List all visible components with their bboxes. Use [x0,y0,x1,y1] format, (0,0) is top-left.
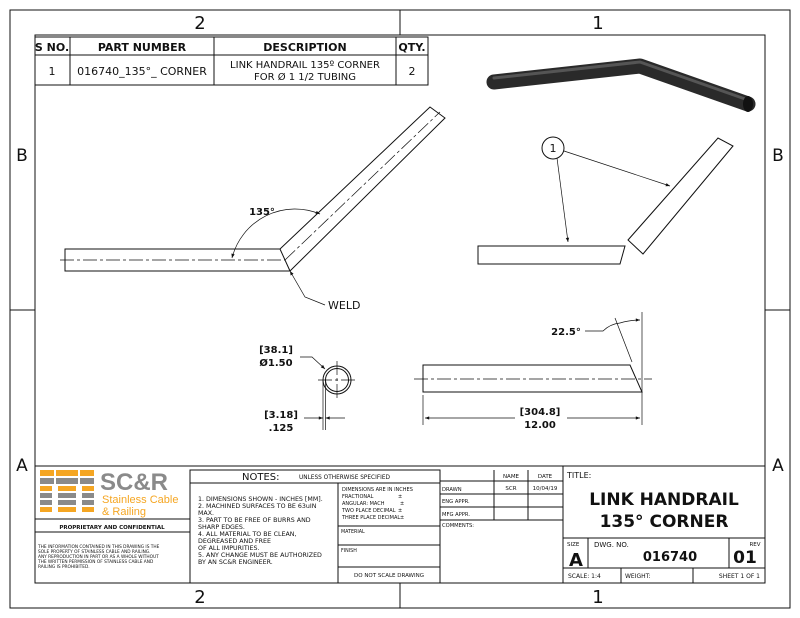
do-not-scale: DO NOT SCALE DRAWING [354,573,424,579]
notes-heading: NOTES: [242,472,280,483]
rev-value: 01 [733,548,757,568]
diameter-in: Ø1.50 [259,357,292,369]
approvals-table: NAME DATE DRAWN SCR 10/04/19 ENG APPR. M… [439,470,563,583]
bom-cell-qty: 2 [409,65,416,78]
logo-line2: & Railing [102,506,146,518]
bom-header-part-number: PART NUMBER [98,41,187,54]
company-logo: SC&R Stainless Cable & Railing [40,469,178,518]
svg-text:ENG APPR.: ENG APPR. [442,499,470,505]
wall-in: .125 [269,423,294,434]
zone-right-b: B [772,146,784,166]
cut-angle-label: 22.5° [551,327,581,338]
wall-mm: [3.18] [264,410,298,421]
size-value: A [569,550,583,571]
length-in: 12.00 [524,420,556,431]
dwg-no-value: 016740 [643,550,697,565]
svg-text:THREE PLACE DECIMAL: THREE PLACE DECIMAL [341,515,400,521]
svg-text:±: ± [400,501,404,507]
zone-left-a: A [16,456,28,476]
front-view: 135° WELD [60,106,446,312]
proprietary-heading: PROPRIETARY AND CONFIDENTIAL [59,525,165,531]
zone-left-b: B [16,146,28,166]
svg-text:10/04/19: 10/04/19 [533,486,558,492]
svg-text:SHARP EDGES.: SHARP EDGES. [198,524,245,531]
svg-text:3. PART TO BE FREE OF BURRS AN: 3. PART TO BE FREE OF BURRS AND [198,517,311,524]
scale: SCALE: 1:4 [568,573,601,580]
svg-text:NAME: NAME [503,474,520,480]
zone-right-a: A [772,456,784,476]
svg-text:THE INFORMATION CONTAINED IN T: THE INFORMATION CONTAINED IN THIS DRAWIN… [37,544,160,550]
bom-header-description: DESCRIPTION [263,41,346,54]
zone-top-2: 2 [194,13,205,34]
section-view: [38.1] Ø1.50 [3.18] .125 [259,345,356,434]
zone-bottom-1: 1 [592,587,603,608]
svg-text:RAILING IS PROHIBITED.: RAILING IS PROHIBITED. [38,564,90,570]
length-mm: [304.8] [520,407,561,418]
sheet-number: SHEET 1 OF 1 [719,573,760,580]
svg-text:SCR: SCR [505,486,516,492]
svg-text:DIMENSIONS ARE IN INCHES: DIMENSIONS ARE IN INCHES [342,487,413,493]
svg-text:COMMENTS:: COMMENTS: [442,523,474,529]
svg-text:±: ± [400,515,404,521]
svg-text:TWO PLACE DECIMAL: TWO PLACE DECIMAL [341,508,396,514]
title-label: TITLE: [566,471,591,480]
svg-text:SOLE PROPERTY OF STAINLESS CAB: SOLE PROPERTY OF STAINLESS CABLE AND RAI… [38,549,151,555]
svg-text:4. ALL MATERIAL TO BE CLEAN,: 4. ALL MATERIAL TO BE CLEAN, [198,531,296,538]
bom-cell-sno: 1 [49,65,56,78]
side-view: [304.8] 12.00 22.5° [414,312,652,431]
title-block: SC&R Stainless Cable & Railing PROPRIETA… [35,465,765,584]
balloon-number: 1 [550,142,557,155]
svg-text:ANY REPRODUCTION IN PART OR AS: ANY REPRODUCTION IN PART OR AS A WHOLE W… [38,554,159,560]
svg-text:MFG APPR.: MFG APPR. [442,512,470,518]
zone-dividers [10,10,790,608]
material-label: MATERIAL [341,529,365,535]
proprietary-text: THE INFORMATION CONTAINED IN THIS DRAWIN… [37,544,160,570]
svg-text:BY AN SC&R ENGINEER.: BY AN SC&R ENGINEER. [198,559,273,566]
rev-label: REV [749,542,760,548]
svg-text:DRAWN: DRAWN [442,487,462,493]
bom-header-qty: QTY. [398,41,425,54]
logo-brand: SC&R [100,469,168,496]
svg-text:DEGREASED AND FREE: DEGREASED AND FREE [198,538,271,545]
bom-cell-part-number: 016740_135°_ CORNER [77,65,207,78]
isometric-view [486,58,756,112]
svg-text:DATE: DATE [538,474,553,480]
zone-top-1: 1 [592,13,603,34]
bill-of-materials: S NO. PART NUMBER DESCRIPTION QTY. 1 016… [34,36,429,86]
balloon-1 [541,136,565,160]
svg-text:MAX.: MAX. [198,510,214,517]
svg-text:2. MACHINED SURFACES TO BE 63u: 2. MACHINED SURFACES TO BE 63uIN [198,503,317,510]
zone-bottom-2: 2 [194,587,205,608]
svg-text:ANGULAR: MACH: ANGULAR: MACH [342,501,385,507]
finish-label: FINISH [341,548,357,554]
bom-cell-description-2: FOR Ø 1 1/2 TUBING [254,71,356,83]
svg-text:5. ANY CHANGE MUST BE AUTHORIZ: 5. ANY CHANGE MUST BE AUTHORIZED [198,552,322,559]
dwg-no-label: DWG. NO. [594,541,629,549]
svg-text:OF ALL IMPURITIES.: OF ALL IMPURITIES. [198,545,260,552]
drawing-title-line1: LINK HANDRAIL [589,490,739,510]
notes-subheading: UNLESS OTHERWISE SPECIFIED [299,475,391,481]
bom-cell-description-1: LINK HANDRAIL 135º CORNER [230,60,380,71]
angle-label-135: 135° [249,207,275,218]
size-label: SIZE [567,542,580,548]
exploded-view: 1 [477,136,734,265]
logo-line1: Stainless Cable [102,494,178,506]
svg-text:FRACTIONAL: FRACTIONAL [342,494,374,500]
drawing-title-line2: 135° CORNER [600,512,729,532]
weld-label: WELD [328,299,360,312]
svg-text:±: ± [398,494,402,500]
svg-text:±: ± [398,508,402,514]
weight: WEIGHT: [625,573,651,580]
bom-header-sno: S NO. [35,41,69,54]
tolerances: DIMENSIONS ARE IN INCHES FRACTIONAL ANGU… [341,487,413,521]
diameter-mm: [38.1] [259,345,293,356]
svg-text:1. DIMENSIONS SHOWN - INCHES [: 1. DIMENSIONS SHOWN - INCHES [MM]. [198,496,323,503]
notes-list: 1. DIMENSIONS SHOWN - INCHES [MM]. 2. MA… [198,496,323,566]
svg-text:THE WRITTEN PERMISSION OF STAI: THE WRITTEN PERMISSION OF STAINLESS CABL… [37,559,154,565]
